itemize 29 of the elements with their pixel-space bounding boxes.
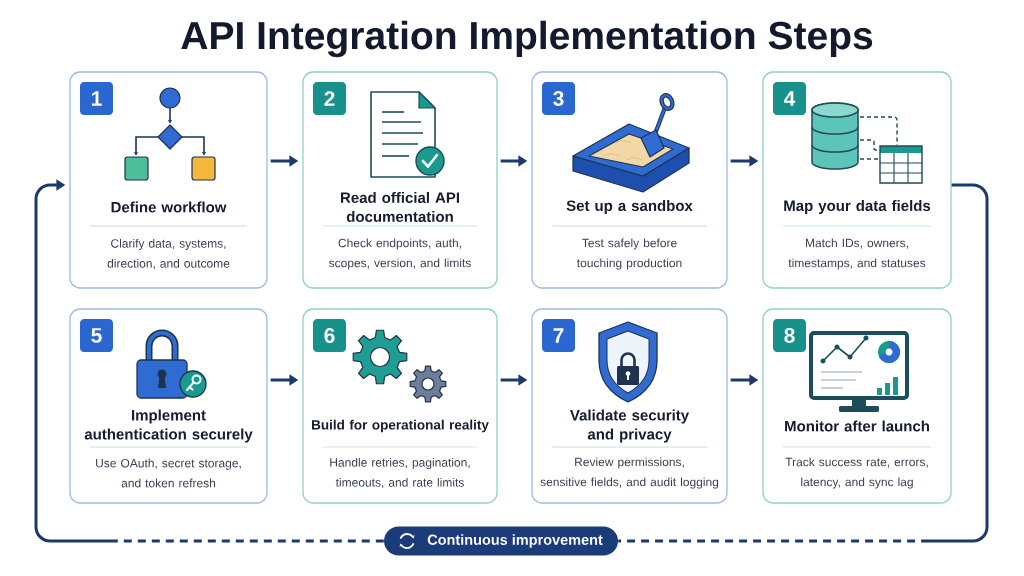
number-badge: 4 — [773, 82, 806, 115]
number-badge: 1 — [80, 82, 113, 115]
number-badge: 5 — [80, 319, 113, 352]
card-description: Match IDs, owners, timestamps, and statuses — [788, 238, 926, 270]
card-heading: Validate security and privacy — [570, 409, 690, 443]
arrow — [34, 179, 384, 543]
number-badge: 3 — [542, 82, 575, 115]
title: API Integration Implementation Steps — [181, 20, 873, 58]
card-heading: Implement authentication securely — [84, 409, 253, 443]
number-badge: 2 — [313, 82, 346, 115]
number-badge: 7 — [542, 319, 575, 352]
card-heading: Monitor after launch — [785, 420, 929, 432]
number-badge: 6 — [313, 319, 346, 352]
pill-label: Continuous improvement — [384, 526, 618, 556]
card-heading: Read official API documentation — [341, 192, 459, 222]
card-heading: Build for operational reality — [312, 419, 489, 433]
card-heading: Define workflow — [111, 201, 227, 213]
step-card — [69, 71, 268, 289]
card-description: Track success rate, errors, latency, and sync lag — [785, 457, 928, 489]
card-description: Use OAuth, secret storage, and token refresh — [96, 458, 241, 488]
card-description: Clarify data, systems, direction, and outcome — [107, 238, 230, 270]
card-description: Test safely before touching production — [577, 238, 682, 270]
connector-line — [618, 183, 989, 543]
number-badge: 8 — [773, 319, 806, 352]
card-heading: Map your data fields — [784, 200, 931, 214]
card-description: Review permissions, sensitive fields, and audit logging — [540, 457, 719, 489]
card-heading: Set up a sandbox — [566, 200, 693, 214]
card-description: Handle retries, pagination, timeouts, and rate limits — [330, 457, 470, 489]
card-description: Check endpoints, auth, scopes, version, and limits — [329, 238, 471, 270]
